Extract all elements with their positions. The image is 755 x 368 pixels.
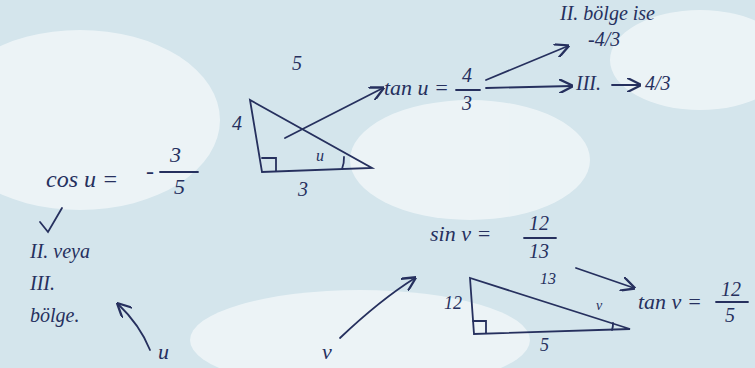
- arrow: [486, 46, 568, 80]
- side-length: 4: [232, 112, 242, 134]
- region-label: III.: [576, 72, 601, 94]
- denominator: 13: [529, 240, 549, 262]
- side-length: 3: [298, 178, 308, 200]
- side-length: 5: [540, 336, 549, 356]
- watermark: [0, 10, 755, 368]
- sign: -: [146, 158, 154, 184]
- ink-lines: [40, 46, 748, 350]
- right-angle-mark: [262, 158, 276, 171]
- angle-arc: [612, 323, 613, 330]
- denominator: 5: [174, 175, 185, 199]
- note-text: bölge.: [30, 304, 79, 326]
- arrow: [340, 278, 415, 338]
- numerator: 3: [170, 143, 181, 167]
- formula-text: cos u =: [46, 166, 118, 192]
- check-mark: [40, 208, 62, 232]
- numerator: 12: [721, 278, 741, 300]
- side-length: 5: [292, 52, 302, 74]
- arrow: [285, 88, 383, 138]
- angle-label: ν: [596, 298, 602, 313]
- angle-label: u: [158, 340, 169, 364]
- note-text: III.: [30, 272, 55, 294]
- numerator: 12: [529, 212, 549, 234]
- fraction: 4/3: [645, 72, 671, 94]
- fraction-bar: [456, 89, 480, 91]
- numerator: 4: [462, 64, 472, 86]
- note-text: II. bölge ise: [560, 2, 655, 24]
- arrow: [612, 84, 640, 86]
- fraction-bar: [716, 301, 748, 303]
- note-text: II. veya: [30, 240, 90, 262]
- denominator: 5: [725, 304, 735, 326]
- angle-label: u: [316, 147, 324, 165]
- formula-text: tan ν =: [638, 290, 702, 314]
- triangle: [250, 100, 372, 172]
- right-angle-mark: [473, 321, 486, 333]
- angle-label: ν: [322, 340, 332, 364]
- arrow: [576, 268, 634, 288]
- fraction-bar: [524, 237, 556, 239]
- note-text: -4/3: [588, 28, 620, 50]
- arrow: [486, 86, 572, 88]
- side-length: 13: [540, 270, 556, 288]
- formula-text: sin ν =: [430, 222, 491, 246]
- fraction-bar: [160, 171, 198, 173]
- angle-arc: [342, 157, 344, 169]
- formula-text: tan u =: [384, 76, 449, 100]
- denominator: 3: [462, 92, 472, 114]
- side-length: 12: [444, 294, 462, 314]
- arrow: [118, 304, 150, 350]
